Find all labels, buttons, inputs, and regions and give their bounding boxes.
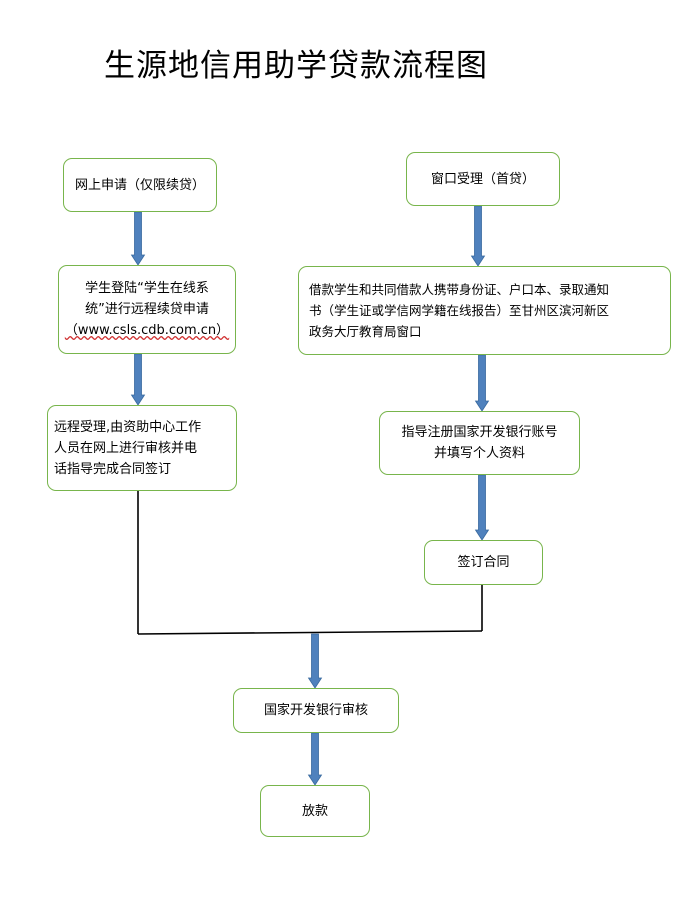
merge-lines [137, 490, 483, 635]
arrow-online-to-login [130, 211, 146, 266]
arrow-merge-to-bank [307, 633, 323, 689]
node-online-apply-text: 网上申请（仅限续贷） [74, 177, 205, 193]
node-register-account-line1: 指导注册国家开发银行账号 [401, 425, 558, 440]
node-remote-accept-line3: 话指导完成合同签订 [54, 461, 172, 477]
node-sign-contract-text: 签订合同 [457, 555, 510, 570]
node-disburse: 放款 [260, 785, 370, 837]
node-bring-documents-line3: 政务大厅教育局窗口 [309, 324, 422, 339]
node-online-apply: 网上申请（仅限续贷） [63, 158, 217, 212]
node-register-account-line2: 并填写个人资料 [433, 446, 525, 461]
node-bring-documents-line2: 书（学生证或学信网学籍在线报告）至甘州区滨河新区 [309, 303, 610, 318]
node-remote-accept-line2: 人员在网上进行审核并电 [54, 440, 198, 456]
arrow-window-to-documents [470, 205, 486, 267]
merge-line-horizontal [137, 630, 483, 635]
node-bank-review-text: 国家开发银行审核 [263, 703, 368, 718]
node-student-login: 学生登陆“学生在线系 统”进行远程续贷申请 （www.csls.cdb.com.… [58, 265, 236, 354]
node-register-account: 指导注册国家开发银行账号 并填写个人资料 [379, 411, 580, 475]
arrow-documents-to-register [474, 354, 490, 412]
node-remote-accept: 远程受理,由资助中心工作 人员在网上进行审核并电 话指导完成合同签订 [47, 405, 237, 491]
node-window-accept: 窗口受理（首贷） [406, 152, 560, 206]
node-student-login-url: （www.csls.cdb.com.cn） [64, 323, 230, 338]
node-bank-review: 国家开发银行审核 [233, 688, 399, 733]
page-title: 生源地信用助学贷款流程图 [104, 48, 488, 84]
node-sign-contract: 签订合同 [424, 540, 543, 585]
node-student-login-line2: 统”进行远程续贷申请 [85, 302, 209, 317]
node-student-login-line1: 学生登陆“学生在线系 [85, 281, 209, 296]
arrow-register-to-contract [474, 474, 490, 541]
node-bring-documents-line1: 借款学生和共同借款人携带身份证、户口本、录取通知 [309, 282, 610, 297]
node-disburse-text: 放款 [301, 803, 328, 819]
arrow-group [130, 205, 490, 786]
node-window-accept-text: 窗口受理（首贷） [430, 171, 535, 187]
arrow-login-to-remote [130, 353, 146, 406]
node-remote-accept-line1: 远程受理,由资助中心工作 [54, 419, 202, 435]
arrow-bank-to-disburse [307, 732, 323, 786]
node-bring-documents: 借款学生和共同借款人携带身份证、户口本、录取通知 书（学生证或学信网学籍在线报告… [298, 266, 671, 355]
